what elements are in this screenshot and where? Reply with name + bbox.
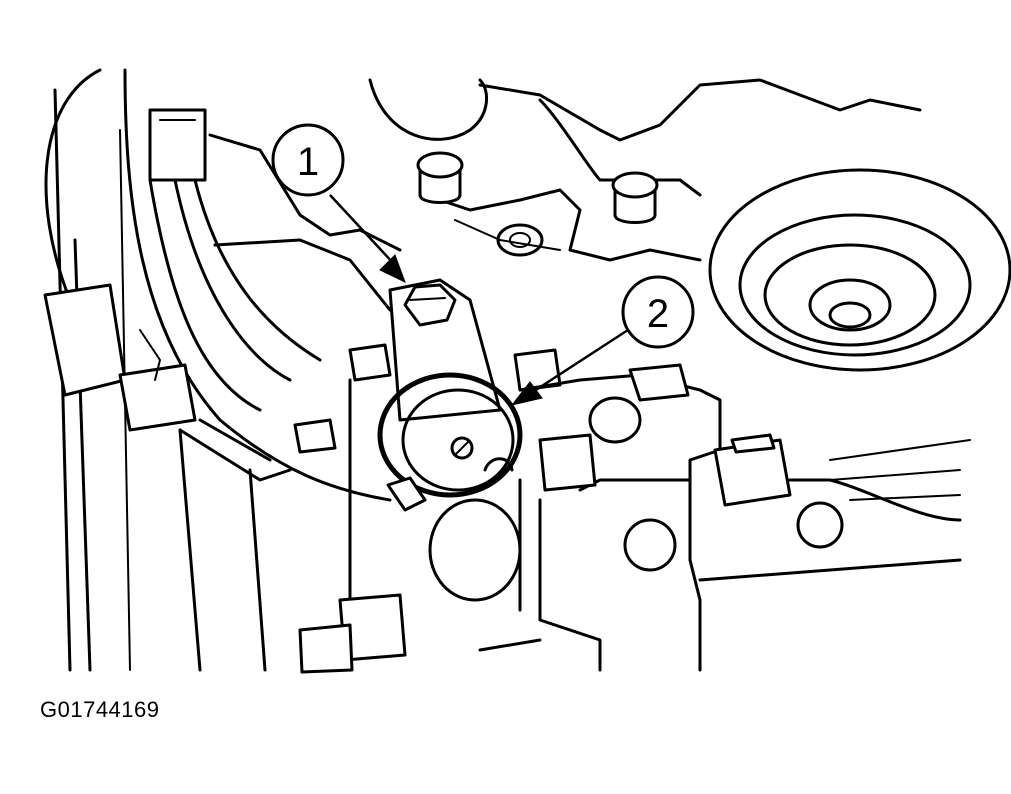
- stud-bolts: [416, 151, 659, 257]
- callout-1: 1: [271, 123, 406, 283]
- timing-cover-right: [518, 363, 962, 522]
- callout-2: 2: [510, 275, 695, 406]
- crankshaft-pulley: [708, 168, 1011, 372]
- figure-id: G01744169: [40, 697, 160, 722]
- lower-connectors: [298, 593, 542, 674]
- engine-block: [53, 78, 1011, 672]
- callout-1-number: 1: [297, 140, 319, 184]
- callout-2-number: 2: [647, 292, 669, 336]
- sensor-bolt: [403, 283, 457, 327]
- camshaft-position-sensor: [293, 278, 562, 512]
- wiring-harness: [43, 68, 392, 502]
